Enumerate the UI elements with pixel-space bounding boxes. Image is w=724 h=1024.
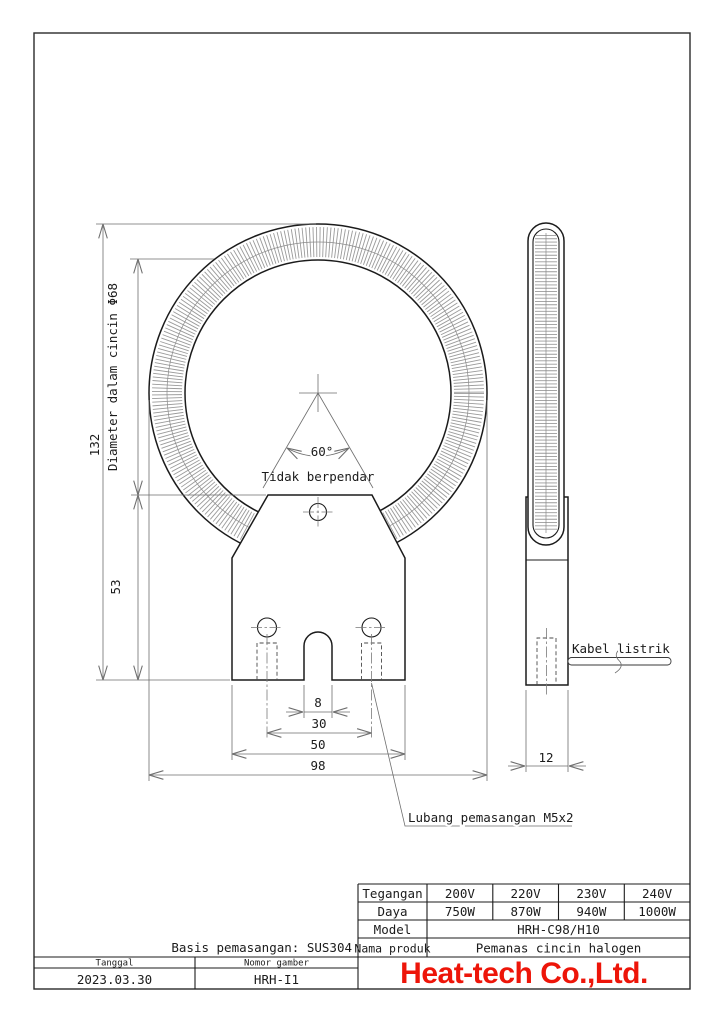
cable-label: Kabel listrik bbox=[572, 641, 670, 656]
product-label: Nama produk bbox=[354, 942, 430, 956]
date-label: Tanggal bbox=[96, 959, 134, 969]
dim-8: 8 bbox=[314, 695, 322, 710]
revision-block: Tanggal Nomor gamber 2023.03.30 HRH-I1 bbox=[77, 959, 310, 988]
spec-cell: 230V bbox=[576, 886, 607, 901]
mounting-bracket bbox=[231, 494, 406, 681]
cable-break-mark bbox=[614, 648, 622, 674]
spec-cell: 200V bbox=[445, 886, 476, 901]
spec-cell: 1000W bbox=[638, 904, 676, 919]
angle-60-label: 60° bbox=[311, 444, 334, 459]
spec-row-label: Daya bbox=[377, 904, 407, 919]
base-material-note: Basis pemasangan: SUS304 bbox=[171, 940, 352, 955]
model-value: HRH-C98/H10 bbox=[517, 922, 600, 937]
drawing-no-label: Nomor gamber bbox=[244, 959, 310, 969]
dimension-lines: 132 Diameter dalam cincin Φ68 53 8 30 50… bbox=[85, 223, 586, 827]
dim-12: 12 bbox=[538, 750, 553, 765]
mounting-hole-label: Lubang pemasangan M5x2 bbox=[408, 810, 574, 825]
date-value: 2023.03.30 bbox=[77, 972, 152, 987]
spec-row-label: Tegangan bbox=[362, 886, 422, 901]
company-logo: Heat-tech Co.,Ltd. bbox=[400, 957, 648, 990]
dim-98: 98 bbox=[310, 758, 325, 773]
spec-cell: 240V bbox=[642, 886, 673, 901]
spec-table: Tegangan 200V 220V 230V 240V Daya 750W 8… bbox=[354, 886, 676, 956]
side-view: Kabel listrik bbox=[525, 222, 672, 697]
drawing-frame bbox=[33, 32, 691, 990]
side-tube-inner bbox=[532, 228, 560, 539]
spec-cell: 870W bbox=[511, 904, 542, 919]
dim-50: 50 bbox=[310, 737, 325, 752]
dim-132: 132 bbox=[87, 434, 102, 457]
inner-diameter-label: Diameter dalam cincin Φ68 bbox=[105, 283, 120, 471]
left-block-grid bbox=[34, 956, 358, 989]
no-glow-label: Tidak berpendar bbox=[262, 469, 375, 484]
spec-cell: 750W bbox=[445, 904, 476, 919]
title-block: Basis pemasangan: SUS304 Tegangan 200V 2… bbox=[34, 883, 690, 990]
dim-30: 30 bbox=[311, 716, 326, 731]
spec-cell: 220V bbox=[511, 886, 542, 901]
no-glow-sector: 60° Tidak berpendar bbox=[262, 374, 375, 489]
spec-table-grid bbox=[357, 883, 690, 989]
mounting-hole-leader bbox=[371, 682, 572, 827]
product-value: Pemanas cincin halogen bbox=[476, 941, 642, 956]
model-label: Model bbox=[374, 922, 412, 937]
front-view: 60° Tidak berpendar bbox=[148, 223, 488, 738]
drawing-no-value: HRH-I1 bbox=[254, 972, 299, 987]
spec-cell: 940W bbox=[576, 904, 607, 919]
dim-53: 53 bbox=[108, 579, 123, 594]
